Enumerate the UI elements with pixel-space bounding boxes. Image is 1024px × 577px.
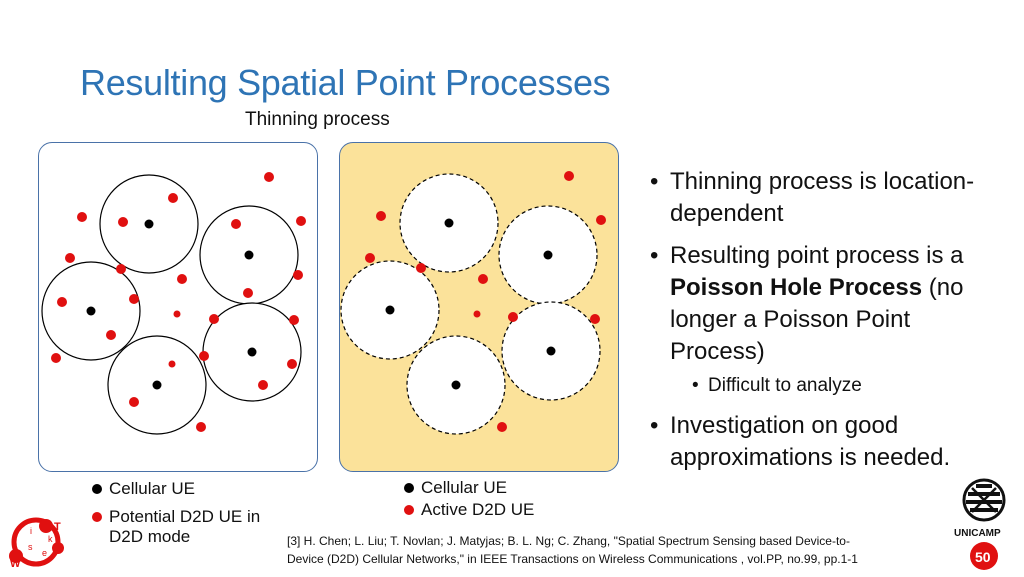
d2d-ue-dot: [231, 219, 241, 229]
active-d2d-dot: [473, 310, 481, 318]
d2d-ue-dot: [77, 212, 87, 222]
reference-line: [3] H. Chen; L. Liu; T. Novlan; J. Matyj…: [287, 534, 850, 548]
d2d-ue-dot: [199, 351, 209, 361]
legend-cellular-label: Cellular UE: [421, 478, 507, 497]
bullet-bold-text: Poisson Hole Process: [670, 274, 923, 301]
d2d-ue-dot: [57, 297, 67, 307]
d2d-ue-dot: [287, 359, 297, 369]
d2d-ue-dot: [168, 193, 178, 203]
svg-text:T: T: [54, 521, 61, 533]
slide-title: Resulting Spatial Point Processes: [80, 62, 611, 103]
bullet-item: Resulting point process is a Poisson Hol…: [650, 240, 1018, 368]
d2d-ue-dot: [264, 172, 274, 182]
sub-bullet-item: Difficult to analyze: [692, 374, 1018, 398]
d2d-ue-dot: [129, 397, 139, 407]
unicamp-logo-graphic: UNICAMP 50: [954, 478, 1006, 570]
active-d2d-dot: [508, 312, 518, 322]
cellular-ue-dot: [247, 347, 257, 357]
d2d-ue-dot: [196, 422, 206, 432]
unicamp-badge: 50: [975, 549, 991, 565]
bullet-text: longer a Poisson Point: [670, 306, 911, 333]
right-active-d2d-ues: [365, 171, 606, 432]
active-d2d-dot: [478, 274, 488, 284]
d2d-ue-dot: [289, 315, 299, 325]
d2d-ue-dot: [168, 360, 176, 368]
d2d-ue-dot: [116, 264, 126, 274]
d2d-ue-dot: [209, 314, 219, 324]
wisetek-logo: T W i s e k: [6, 512, 76, 575]
svg-text:e: e: [42, 548, 47, 558]
bullet-text: Process): [670, 338, 765, 365]
d2d-ue-dot: [177, 274, 187, 284]
legend-d2d-line1: Potential D2D UE in: [109, 507, 261, 526]
bullet-text: Difficult to analyze: [708, 375, 862, 396]
unicamp-logo: UNICAMP 50: [948, 476, 1020, 577]
bullet-item: Thinning process is location- dependent: [650, 166, 1018, 230]
bullet-item: Investigation on good approximations is …: [650, 410, 1018, 474]
active-d2d-dot: [365, 253, 375, 263]
svg-text:W: W: [10, 558, 21, 570]
red-dot-icon: [92, 512, 102, 522]
legend-active-label: Active D2D UE: [421, 500, 535, 519]
left-legend: Cellular UE Potential D2D UE in D2D mode: [92, 479, 260, 551]
cellular-ue-dot: [444, 218, 454, 228]
black-dot-icon: [92, 484, 102, 494]
reference-citation: [3] H. Chen; L. Liu; T. Novlan; J. Matyj…: [287, 532, 937, 568]
d2d-ue-dot: [129, 294, 139, 304]
left-d2d-ues: [51, 172, 306, 432]
d2d-ue-dot: [173, 310, 181, 318]
legend-d2d-line2: D2D mode: [109, 527, 191, 546]
slide-subtitle: Thinning process: [245, 109, 390, 130]
bullet-text: dependent: [670, 200, 784, 227]
legend-row-cellular: Cellular UE: [92, 479, 260, 499]
cellular-ue-dot: [144, 219, 154, 229]
right-cellular-ues: [385, 218, 556, 390]
unicamp-name: UNICAMP: [954, 528, 1001, 539]
legend-d2d-label: Potential D2D UE in D2D mode: [109, 507, 260, 547]
active-d2d-dot: [416, 263, 426, 273]
cellular-ue-dot: [546, 346, 556, 356]
d2d-ue-dot: [296, 216, 306, 226]
cellular-ue-dot: [385, 305, 395, 315]
svg-text:i: i: [30, 526, 32, 536]
cellular-ue-dot: [451, 380, 461, 390]
black-dot-icon: [404, 483, 414, 493]
bullet-list: Thinning process is location- dependent …: [648, 166, 1018, 484]
red-dot-icon: [404, 505, 414, 515]
svg-text:s: s: [28, 542, 33, 552]
d2d-ue-dot: [243, 288, 253, 298]
bullet-text: (no: [922, 274, 964, 301]
bullet-text: Investigation on good: [670, 412, 899, 439]
svg-text:k: k: [48, 534, 53, 544]
legend-row-cellular: Cellular UE: [404, 478, 534, 498]
legend-cellular-label: Cellular UE: [109, 479, 195, 498]
cellular-ue-dot: [86, 306, 96, 316]
bullet-text: Resulting point process is a: [670, 242, 964, 269]
wisetek-logo-graphic: T W i s e k: [9, 517, 64, 570]
bullet-text: Thinning process is location-: [670, 168, 975, 195]
cellular-ue-dot: [244, 250, 254, 260]
bullet-text: approximations is needed.: [670, 444, 951, 471]
active-d2d-dot: [376, 211, 386, 221]
cellular-ue-dot: [152, 380, 162, 390]
active-d2d-dot: [497, 422, 507, 432]
active-d2d-dot: [596, 215, 606, 225]
active-d2d-dot: [564, 171, 574, 181]
cellular-ue-dot: [543, 250, 553, 260]
d2d-ue-dot: [118, 217, 128, 227]
d2d-ue-dot: [293, 270, 303, 280]
d2d-ue-dot: [258, 380, 268, 390]
d2d-ue-dot: [51, 353, 61, 363]
active-d2d-dot: [590, 314, 600, 324]
d2d-ue-dot: [106, 330, 116, 340]
left-cellular-ues: [86, 219, 257, 390]
legend-row-d2d: Potential D2D UE in D2D mode: [92, 507, 260, 547]
reference-line: Device (D2D) Cellular Networks," in IEEE…: [287, 552, 858, 566]
legend-row-active: Active D2D UE: [404, 500, 534, 520]
d2d-ue-dot: [65, 253, 75, 263]
right-legend: Cellular UE Active D2D UE: [404, 478, 534, 524]
